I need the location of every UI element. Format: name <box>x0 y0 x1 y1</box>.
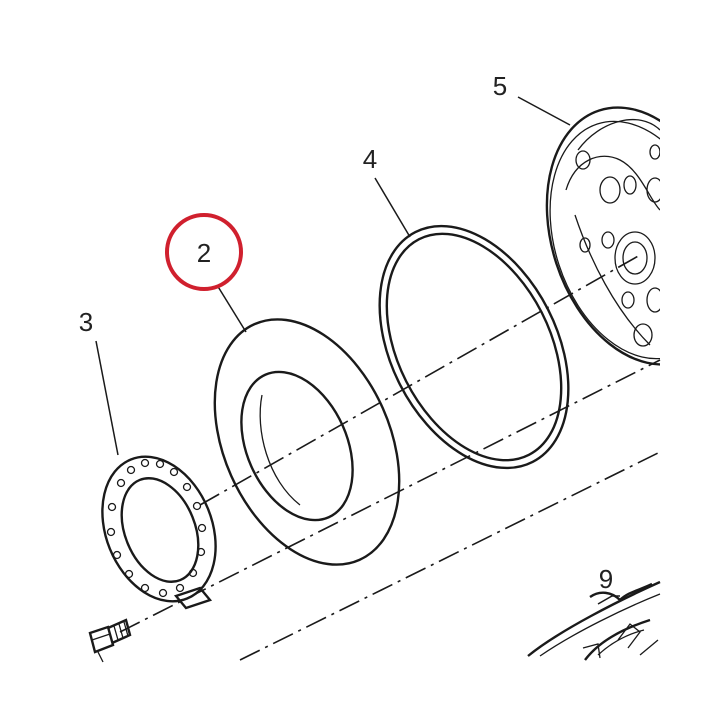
bolt[interactable] <box>88 618 132 663</box>
part-4-o-ring[interactable] <box>341 194 606 499</box>
part-3-retaining-ring[interactable] <box>82 440 236 619</box>
part-9-housing-section[interactable] <box>527 580 661 661</box>
callout-3[interactable]: 3 <box>79 307 93 337</box>
callout-5[interactable]: 5 <box>493 71 507 101</box>
callout-9[interactable]: 9 <box>599 564 613 594</box>
highlight-circle <box>165 213 243 291</box>
callout-2[interactable]: 2 <box>197 238 211 268</box>
callout-4[interactable]: 4 <box>363 144 377 174</box>
part-2-shim-washer[interactable] <box>179 290 436 593</box>
assembly-centerlines <box>119 254 661 661</box>
leader-lines <box>95 96 620 605</box>
part-5-housing-plate[interactable] <box>516 83 720 388</box>
